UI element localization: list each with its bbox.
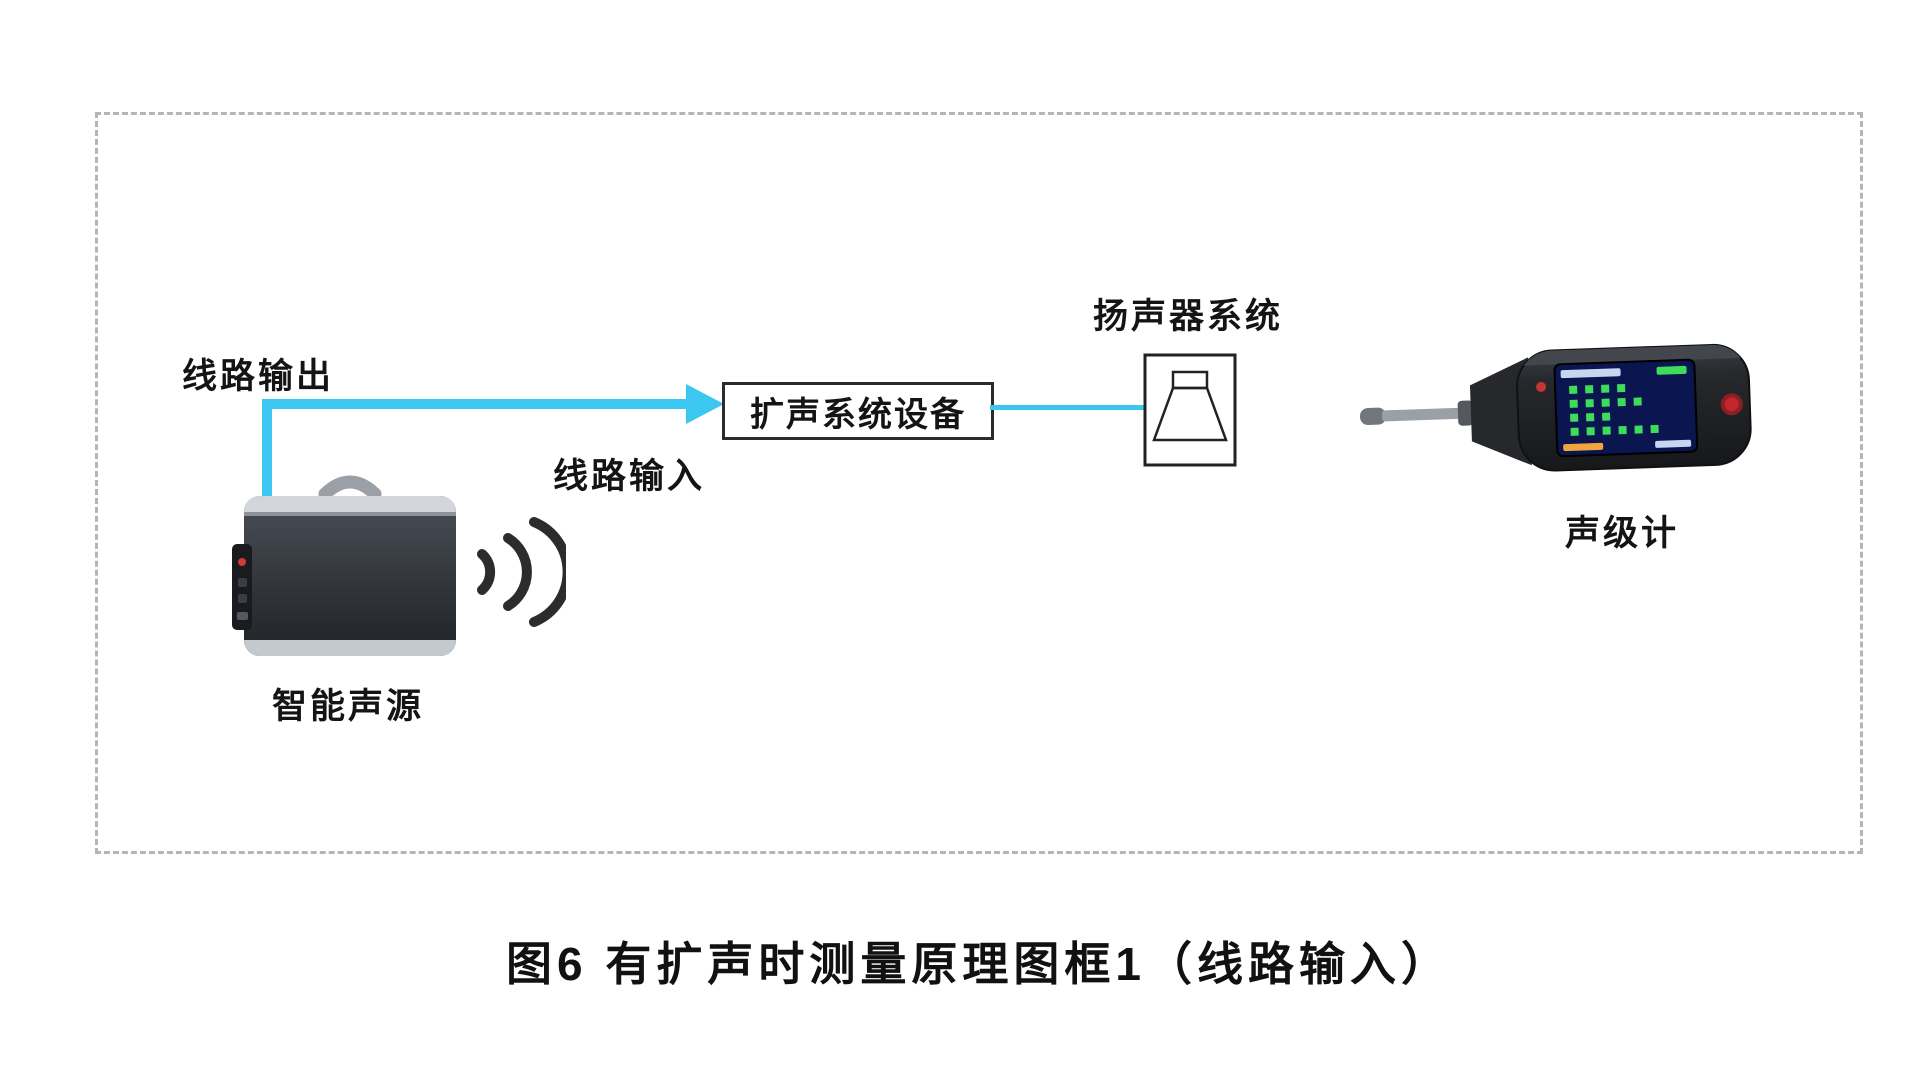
carry-handle-icon: [318, 475, 382, 501]
diagram-frame-border: [95, 112, 1863, 854]
sound-level-meter-illustration: [1359, 343, 1752, 472]
loudspeaker-icon: [1143, 353, 1237, 467]
sound-waves-icon: [477, 517, 566, 627]
label-sound-level-meter: 声级计: [1565, 514, 1680, 553]
source-power-led-icon: [238, 558, 246, 566]
label-speaker-system: 扬声器系统: [1093, 297, 1284, 336]
label-smart-source: 智能声源: [272, 687, 425, 726]
meter-power-button-icon: [1724, 397, 1739, 412]
pa-system-box: 扩声系统设备: [722, 382, 994, 440]
smart-source-illustration: [232, 475, 456, 656]
connector-box-to-speaker: [990, 405, 1144, 410]
microphone-tip-icon: [1359, 407, 1387, 425]
connector-source-horizontal: [262, 399, 690, 409]
figure-caption: 图6 有扩声时测量原理图框1（线路输入）: [506, 938, 1452, 990]
pa-system-box-label: 扩声系统设备: [750, 395, 966, 434]
connector-source-vertical: [262, 399, 272, 509]
label-line-input: 线路输入: [553, 457, 706, 496]
connector-arrowhead-icon: [686, 384, 724, 424]
label-line-output: 线路输出: [182, 357, 335, 396]
